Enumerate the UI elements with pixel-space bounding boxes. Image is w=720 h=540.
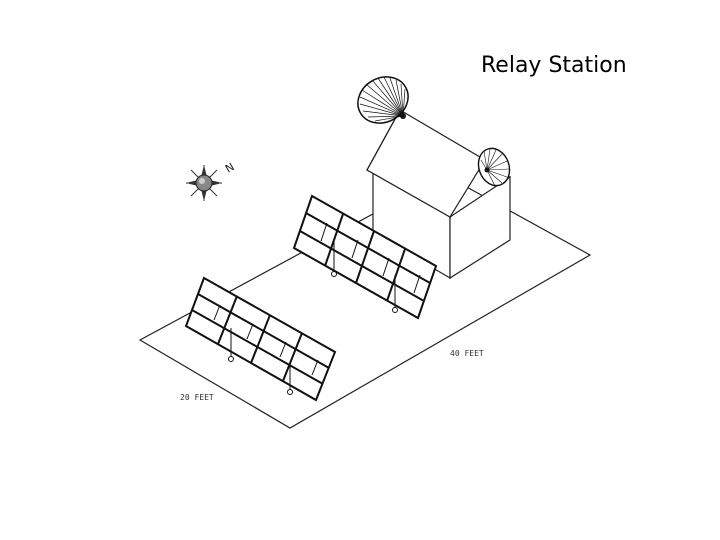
relay-station-building	[366, 109, 511, 280]
large-satellite-dish-icon	[357, 76, 409, 124]
width-dimension-label: 20 FEET	[180, 393, 214, 402]
compass-north-label: N	[223, 160, 237, 175]
building-side-wall	[449, 175, 511, 280]
small-satellite-dish-icon	[477, 147, 511, 187]
compass-icon	[186, 165, 222, 201]
lower-solar-array	[184, 276, 337, 402]
upper-solar-array	[292, 194, 438, 320]
length-dimension-label: 40 FEET	[450, 349, 484, 358]
diagram-title: Relay Station	[481, 53, 627, 78]
